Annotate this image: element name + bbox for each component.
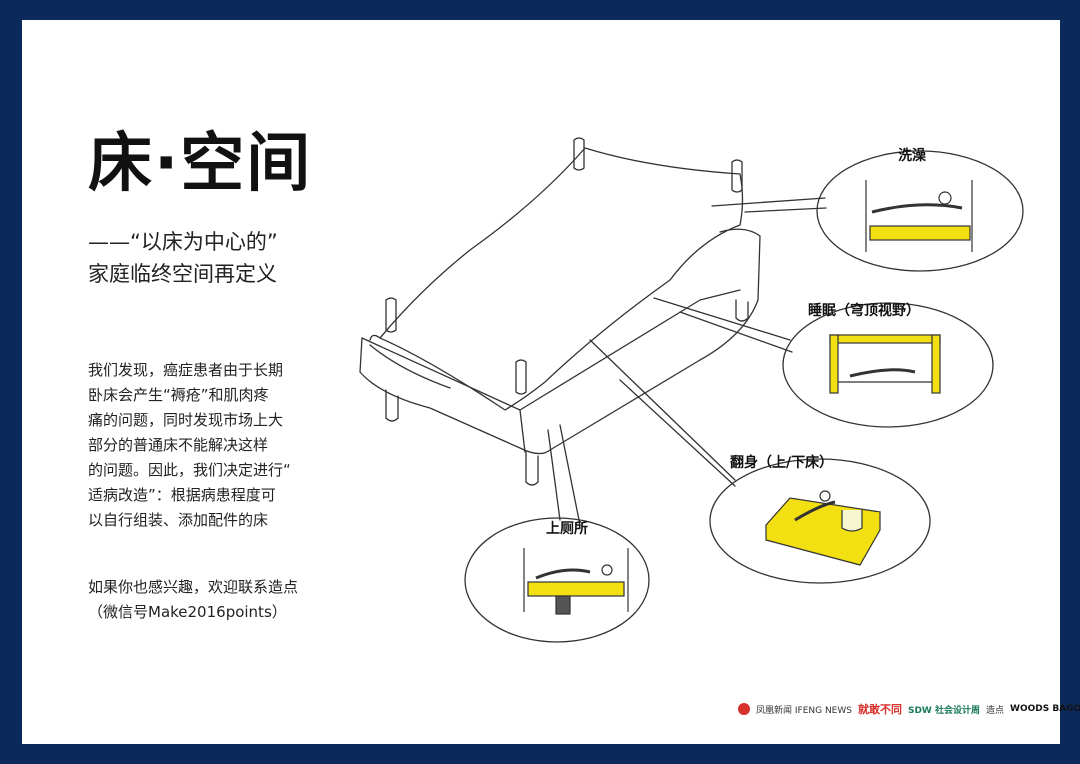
- label-toilet: 上厕所: [546, 521, 588, 537]
- bed-base: [359, 228, 761, 455]
- callout-line-sleep: [653, 297, 793, 353]
- sponsor-logos: 凤凰新闻 IFENG NEWS 就敢不同 SDW 社会设计周 造点 WOODS …: [738, 696, 1080, 722]
- ifeng-logo-icon: [738, 703, 750, 715]
- subtitle-line-1: ——“以床为中心的”: [88, 230, 278, 254]
- scene-turn: [764, 490, 881, 566]
- callout-bubble-sleep: [782, 302, 994, 428]
- description-line: 我们发现，癌症患者由于长期: [88, 361, 284, 379]
- bed-post: [515, 359, 527, 395]
- ifeng-logo: 凤凰新闻 IFENG NEWS: [756, 705, 852, 716]
- bed-leg: [735, 299, 749, 322]
- callout-line-turn: [589, 339, 736, 487]
- scene-bath: [865, 180, 973, 252]
- scene-toilet: [523, 548, 629, 615]
- contact-line: 如果你也感兴趣，欢迎联系造点: [88, 578, 299, 596]
- zaodian-logo: 造点: [986, 705, 1005, 716]
- bed-leg: [385, 389, 399, 422]
- woods-bagot-logo: WOODS BAGOT: [1010, 704, 1080, 714]
- description-line: 的问题。因此，我们决定进行“: [88, 461, 291, 479]
- description-line: 适病改造”：根据病患程度可: [88, 486, 276, 504]
- description-line: 卧床会产生“褥疮”和肌肉疼: [88, 386, 269, 404]
- callout-bubble-toilet: [464, 517, 650, 643]
- label-bath: 洗澡: [898, 148, 926, 164]
- poster-title: 床·空间: [88, 127, 313, 201]
- show-logo: 就敢不同: [857, 703, 902, 716]
- bed-post: [731, 159, 743, 193]
- contact-line: （微信号Make2016points）: [88, 603, 287, 621]
- label-turn: 翻身（上/下床）: [730, 455, 834, 471]
- description-line: 以自行组装、添加配件的床: [88, 511, 269, 529]
- bed-leg: [525, 451, 539, 486]
- sdw-logo: SDW 社会设计周: [907, 705, 980, 716]
- label-sleep: 睡眠（穹顶视野）: [808, 303, 920, 319]
- description-line: 痛的问题，同时发现市场上大: [88, 411, 284, 429]
- callout-line-toilet: [547, 424, 581, 526]
- scene-sleep: [829, 334, 941, 394]
- subtitle-line-2: 家庭临终空间再定义: [88, 262, 277, 286]
- callout-bubble-turn: [709, 458, 931, 584]
- contact-text: 如果你也感兴趣，欢迎联系造点 （微信号Make2016points）: [88, 575, 298, 625]
- callout-line-bath: [711, 197, 827, 213]
- description-text: 我们发现，癌症患者由于长期 卧床会产生“褥疮”和肌肉疼 痛的问题，同时发现市场上…: [88, 358, 318, 533]
- description-line: 部分的普通床不能解决这样: [88, 436, 269, 454]
- bed-post: [573, 137, 585, 171]
- callout-bubble-bath: [816, 150, 1024, 272]
- bed-post: [385, 297, 397, 333]
